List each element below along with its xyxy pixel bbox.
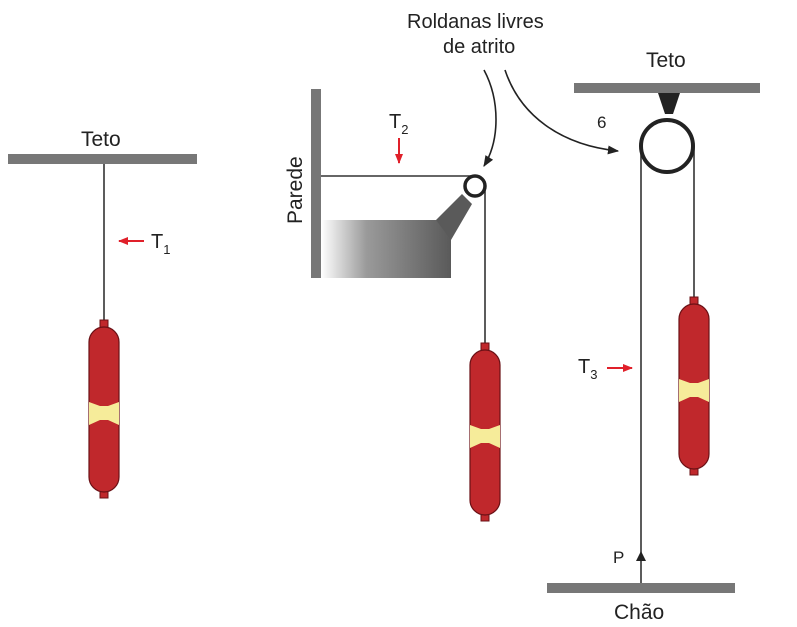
mark-6: 6 xyxy=(597,113,606,132)
pulley-mount-right xyxy=(658,93,680,114)
left-system: Teto T1 xyxy=(8,128,197,499)
floor-anchor xyxy=(636,551,646,561)
pulley-caption: Roldanas livres de atrito xyxy=(407,11,620,167)
pulley-middle xyxy=(463,174,487,198)
pointer-arrow-to-middle-pulley xyxy=(483,69,497,167)
ceiling-bar-right xyxy=(574,83,760,93)
pulleys-label-line2: de atrito xyxy=(443,36,515,58)
ceiling-label-left: Teto xyxy=(81,128,121,151)
mark-p: P xyxy=(613,548,624,567)
weight-right xyxy=(678,296,710,476)
pulley-right xyxy=(639,118,695,174)
middle-system: Parede T2 xyxy=(284,89,501,522)
tension-label-t3: T3 xyxy=(578,356,597,382)
wall-bar xyxy=(311,89,321,278)
tension-label-t2: T2 xyxy=(389,111,408,137)
tension-label-t1: T1 xyxy=(151,231,170,257)
weight-middle xyxy=(469,342,501,522)
ceiling-bar-left xyxy=(8,154,197,164)
pointer-arrow-to-right-pulley xyxy=(504,69,620,155)
floor-bar xyxy=(547,583,735,593)
pulleys-label-line1: Roldanas livres xyxy=(407,11,544,33)
floor-label: Chão xyxy=(614,601,664,624)
pulley-support-middle xyxy=(436,194,472,240)
wall-label: Parede xyxy=(284,156,307,224)
right-system: Teto 6 T3 P Chão xyxy=(547,49,760,624)
wall-bracket xyxy=(321,220,451,278)
ceiling-label-right: Teto xyxy=(646,49,686,72)
weight-left xyxy=(88,319,120,499)
